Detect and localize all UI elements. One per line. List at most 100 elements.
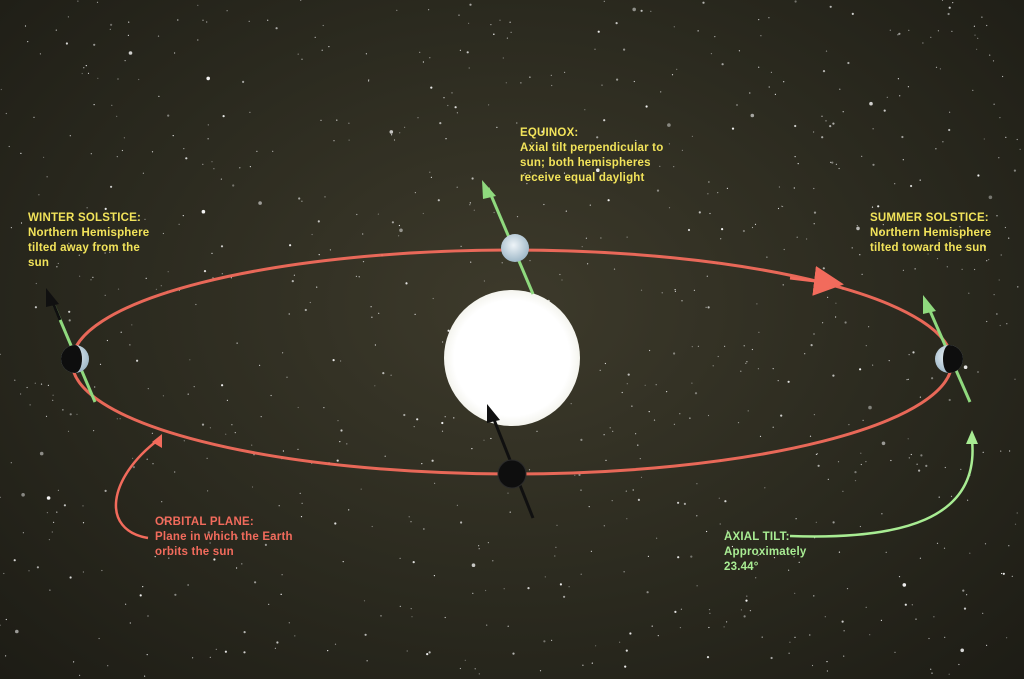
star	[93, 430, 95, 432]
star	[676, 68, 678, 70]
star	[161, 517, 163, 520]
star	[768, 17, 770, 19]
star	[416, 418, 419, 421]
star	[90, 153, 92, 155]
star	[368, 80, 370, 82]
star	[621, 391, 623, 394]
star	[931, 672, 933, 674]
star	[626, 518, 628, 520]
star	[647, 555, 650, 558]
star	[759, 435, 762, 437]
star	[368, 79, 370, 81]
star	[56, 266, 58, 268]
star	[907, 378, 909, 380]
star	[936, 258, 939, 260]
star	[314, 36, 316, 39]
star	[355, 275, 357, 277]
star	[835, 302, 837, 304]
star	[758, 19, 760, 21]
star	[524, 172, 526, 175]
star	[334, 522, 337, 525]
star	[146, 654, 148, 656]
star	[907, 438, 909, 440]
axial-tilt-line-1: Approximately	[724, 546, 807, 558]
star	[236, 342, 238, 344]
star	[182, 215, 184, 217]
star	[705, 306, 707, 308]
star	[201, 423, 205, 426]
summer-solstice-line-2: tilted toward the sun	[870, 242, 987, 254]
star	[207, 531, 210, 534]
star	[817, 464, 820, 467]
star	[869, 634, 871, 636]
star	[254, 581, 257, 584]
star	[596, 168, 600, 172]
star	[963, 365, 968, 370]
star	[224, 650, 227, 653]
star	[468, 22, 470, 24]
star	[639, 458, 641, 460]
star	[162, 395, 164, 397]
star	[673, 423, 676, 425]
star	[202, 19, 204, 21]
star	[963, 607, 967, 610]
star	[910, 453, 912, 456]
sun	[444, 290, 580, 426]
star	[908, 29, 910, 31]
star	[851, 247, 853, 249]
star	[999, 117, 1001, 119]
star	[20, 222, 23, 224]
star	[28, 570, 30, 572]
star	[761, 636, 763, 638]
star	[609, 427, 611, 429]
star	[750, 113, 755, 118]
star	[378, 312, 380, 314]
star	[327, 650, 329, 652]
star	[317, 220, 320, 223]
star	[459, 49, 461, 51]
star	[815, 453, 818, 455]
star	[528, 469, 531, 471]
star	[565, 210, 567, 212]
star	[948, 6, 951, 9]
star	[811, 664, 814, 667]
star	[14, 379, 16, 381]
star	[232, 184, 235, 187]
star	[320, 119, 322, 121]
star	[563, 595, 566, 598]
star	[362, 261, 365, 263]
star	[848, 424, 850, 426]
star	[90, 279, 92, 281]
star	[757, 554, 759, 556]
star	[842, 490, 844, 492]
star	[82, 571, 84, 573]
star	[851, 12, 854, 15]
star	[568, 586, 570, 588]
star	[673, 26, 675, 28]
star	[589, 204, 591, 206]
star	[751, 348, 754, 351]
star	[506, 37, 508, 39]
star	[721, 63, 724, 66]
star	[104, 207, 107, 210]
star	[708, 609, 711, 611]
star	[973, 25, 976, 27]
star	[773, 557, 776, 559]
star	[977, 371, 979, 373]
star	[919, 557, 922, 559]
star	[26, 386, 28, 389]
star	[1000, 254, 1002, 256]
star	[585, 237, 588, 239]
star	[272, 150, 274, 152]
star	[902, 269, 905, 271]
star	[918, 469, 921, 472]
star	[201, 209, 206, 214]
star	[977, 174, 980, 177]
star	[136, 219, 138, 221]
star	[207, 124, 209, 126]
star	[920, 454, 923, 457]
star	[673, 166, 675, 168]
star	[719, 523, 721, 525]
star	[619, 641, 621, 643]
equinox-line-1: Axial tilt perpendicular to	[520, 142, 664, 154]
